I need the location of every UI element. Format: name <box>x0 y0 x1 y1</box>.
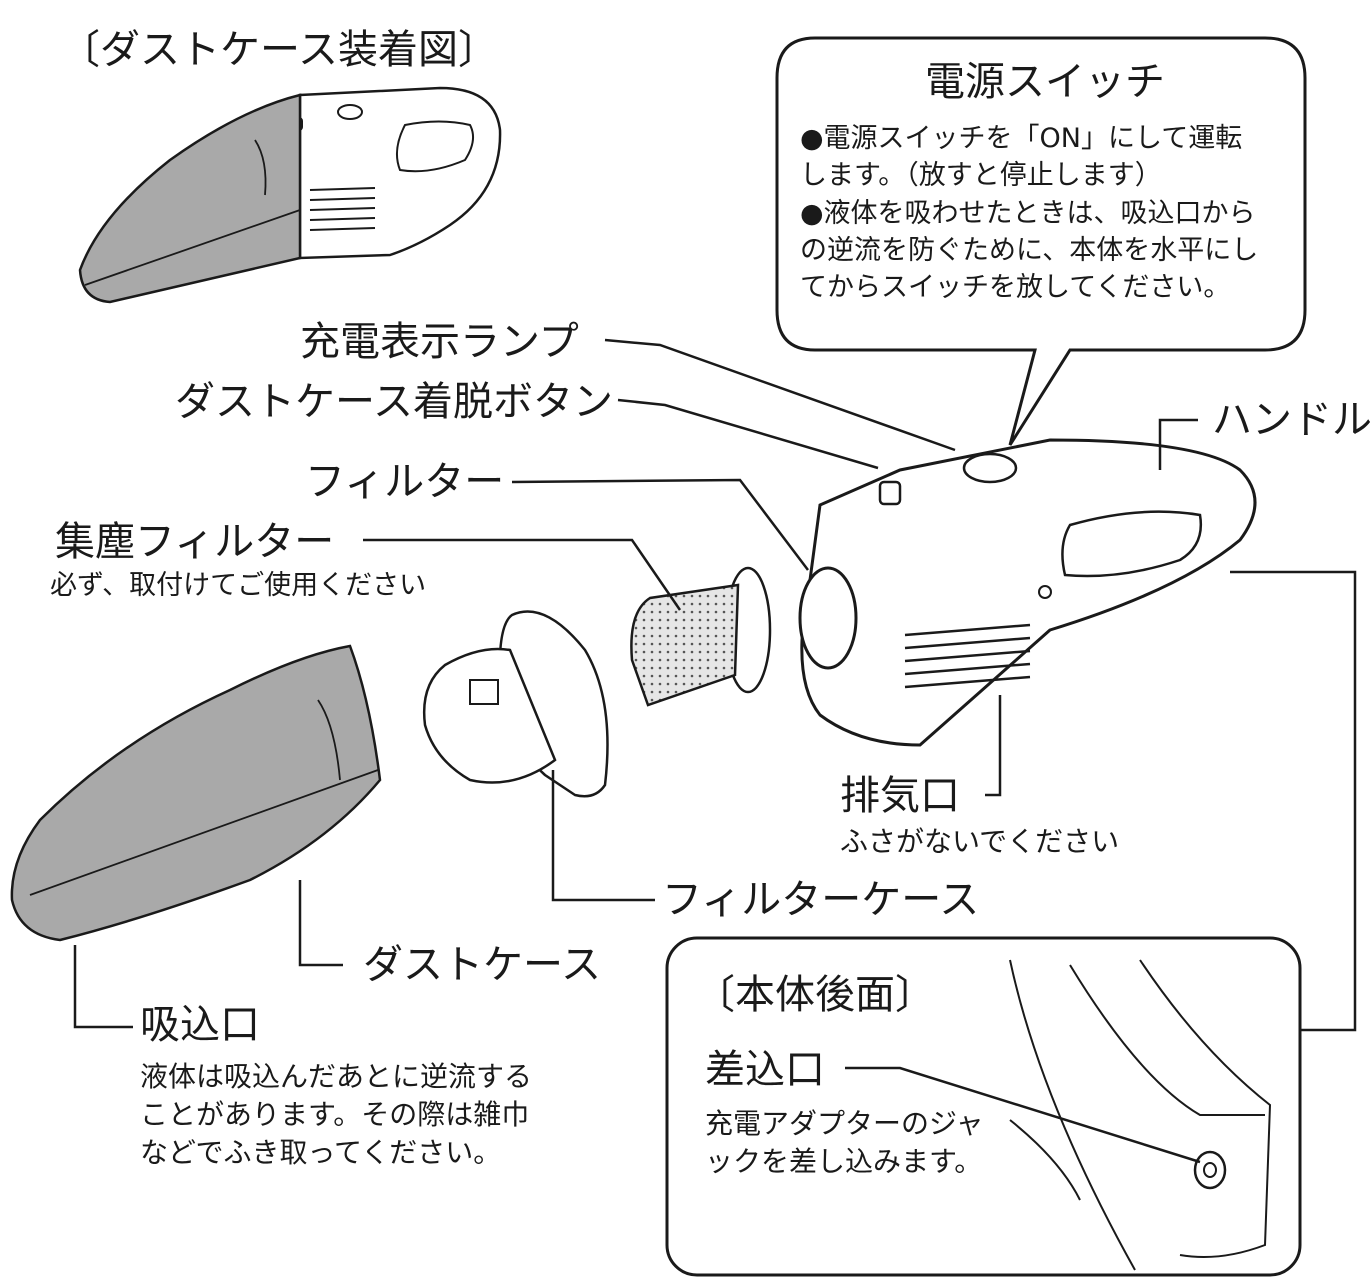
socket-note: 充電アダプターのジャックを差し込みます。 <box>705 1107 984 1178</box>
release-button-label: ダストケース着脱ボタン <box>175 379 613 425</box>
dust-case-label: ダストケース <box>363 942 601 988</box>
rear-view-illustration <box>1009 959 1272 1271</box>
vacuum-body-illustration <box>798 438 1257 747</box>
filter-case-label: フィルターケース <box>662 877 980 923</box>
power-switch-bullet-2: ●液体を吸わせたときは、吸込口からの逆流を防ぐために、本体を水平にしてからスイッ… <box>800 198 1259 303</box>
power-switch-bubble <box>775 36 1307 446</box>
power-switch-title: 電源スイッチ <box>925 59 1165 105</box>
socket-label: 差込口 <box>705 1047 825 1093</box>
filter-case-illustration <box>423 610 609 798</box>
intake-note: 液体は吸込んだあとに逆流することがあります。その際は雑巾などでふき取ってください… <box>140 1060 533 1169</box>
rear-view-box <box>665 936 1302 1277</box>
charge-lamp-label: 充電表示ランプ <box>300 319 579 365</box>
exhaust-note: ふさがないでください <box>840 825 1120 858</box>
dust-filter-illustration <box>630 566 772 707</box>
dust-filter-label: 集塵フィルター <box>55 519 335 565</box>
filter-label: フィルター <box>305 459 505 505</box>
power-switch-bullet-1: ●電源スイッチを「ON」にして運転 します。（放すと停止します） <box>800 123 1270 191</box>
exhaust-label: 排気口 <box>840 773 960 819</box>
dust-filter-note: 必ず、取付けてご使用ください <box>50 570 427 601</box>
intake-label: 吸込口 <box>140 1002 260 1048</box>
mounted-title: 〔ダストケース装着図〕 <box>60 27 498 73</box>
mounted-vacuum-illustration <box>78 86 502 304</box>
rear-title: 〔本体後面〕 <box>695 972 935 1018</box>
dust-case-illustration <box>10 644 382 942</box>
leader-lines <box>73 338 1357 1164</box>
handle-label: ハンドル <box>1212 397 1370 443</box>
